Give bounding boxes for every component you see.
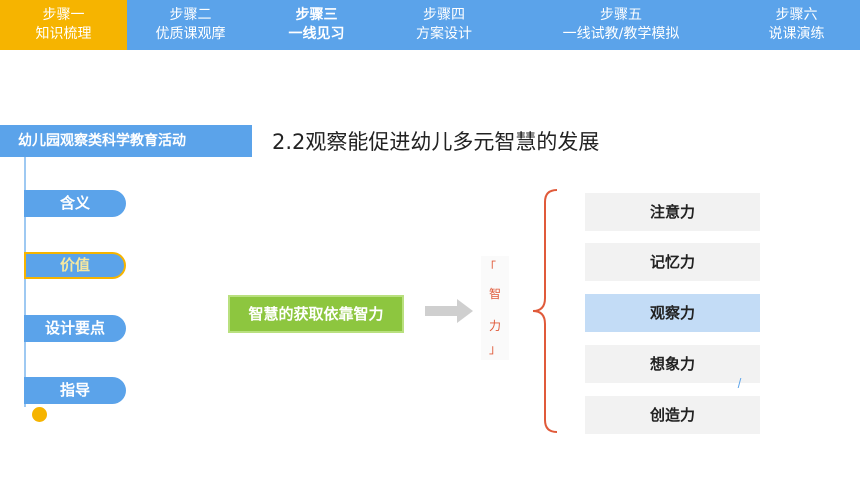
step-4-number: 步骤四: [423, 7, 465, 23]
menu-item-meaning[interactable]: 含义: [24, 190, 126, 217]
menu-item-design-points[interactable]: 设计要点: [24, 315, 126, 342]
step-3-label: 一线见习: [288, 26, 345, 42]
capability-memory: 记忆力: [585, 243, 760, 281]
capability-creativity: 创造力: [585, 396, 760, 434]
menu-item-guidance[interactable]: 指导: [24, 377, 126, 404]
step-3-number: 步骤三: [295, 7, 338, 23]
step-1-label: 知识梳理: [35, 26, 92, 42]
capability-observation: 观察力: [585, 294, 760, 332]
step-2-label: 优质课观摩: [155, 26, 226, 42]
step-2-tab[interactable]: 步骤二 优质课观摩: [127, 0, 254, 50]
left-brace-icon: [532, 189, 558, 433]
intelligence-char-1: 智: [488, 287, 501, 301]
step-6-label: 说课演练: [768, 26, 825, 42]
section-title: 幼儿园观察类科学教育活动: [0, 125, 252, 157]
step-5-tab[interactable]: 步骤五 一线试教/教学模拟: [509, 0, 733, 50]
step-3-tab[interactable]: 步骤三 一线见习: [254, 0, 379, 50]
page-heading: 2.2观察能促进幼儿多元智慧的发展: [272, 130, 600, 154]
close-bracket: 」: [489, 342, 502, 356]
step-5-number: 步骤五: [600, 7, 642, 23]
step-6-tab[interactable]: 步骤六 说课演练: [733, 0, 860, 50]
step-4-tab[interactable]: 步骤四 方案设计: [379, 0, 509, 50]
open-bracket: 「: [484, 260, 497, 274]
step-4-label: 方案设计: [416, 26, 472, 42]
menu-connector-line: [24, 157, 26, 407]
step-nav-bar: 步骤一 知识梳理 步骤二 优质课观摩 步骤三 一线见习 步骤四 方案设计 步骤五…: [0, 0, 860, 50]
indicator-dot: [32, 407, 47, 422]
intelligence-box: [481, 256, 509, 360]
step-2-number: 步骤二: [169, 7, 212, 23]
wisdom-box: 智慧的获取依靠智力: [228, 295, 404, 333]
step-1-tab[interactable]: 步骤一 知识梳理: [0, 0, 127, 50]
step-1-number: 步骤一: [42, 7, 85, 23]
step-6-number: 步骤六: [775, 7, 818, 23]
menu-item-value[interactable]: 价值: [24, 252, 126, 279]
intelligence-char-2: 力: [488, 319, 501, 333]
capability-attention: 注意力: [585, 193, 760, 231]
step-5-label: 一线试教/教学模拟: [562, 26, 680, 42]
right-arrow-icon: [425, 299, 473, 323]
capability-imagination: 想象力: [585, 345, 760, 383]
